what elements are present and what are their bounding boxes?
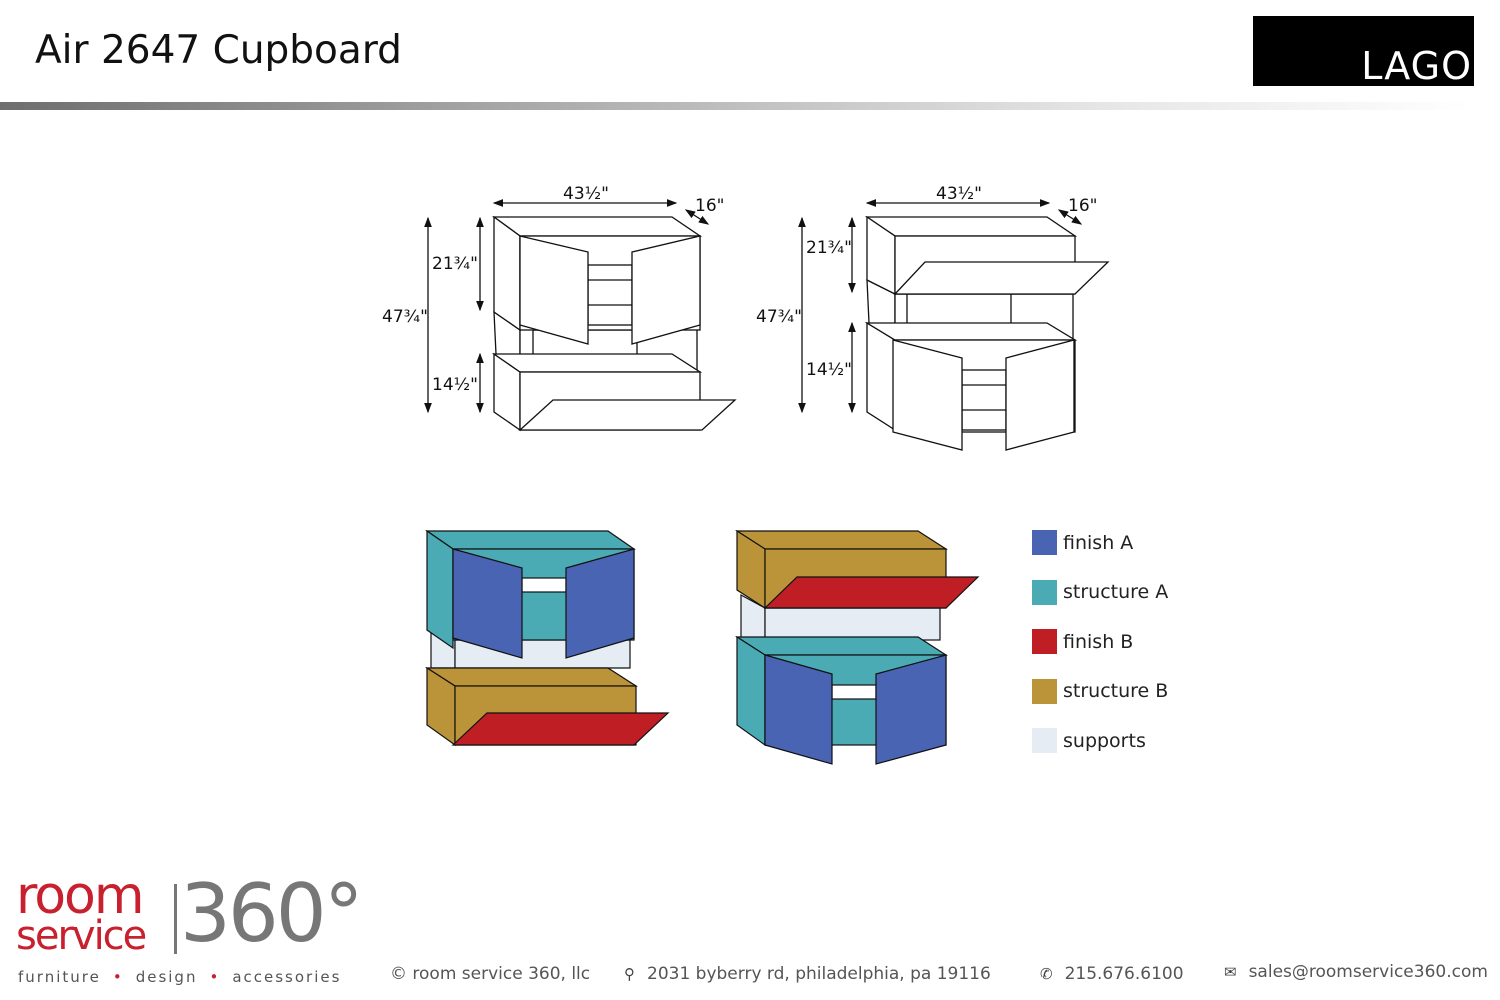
legend-item-structure-a: structure A — [1032, 579, 1169, 605]
dim-total-height: 47¾" — [382, 307, 428, 327]
legend-label: supports — [1063, 729, 1146, 752]
tagline-furniture: furniture — [18, 968, 101, 986]
lago-logo: LAGO — [1253, 16, 1474, 88]
email-link[interactable]: sales@roomservice360.com — [1248, 962, 1488, 982]
color-drawing-doors-top — [424, 529, 670, 747]
dimension-labels-2: 43½" 16" 21¾" 47¾" 14½" — [756, 184, 1097, 380]
logo-tagline: furniture•design•accessories — [18, 968, 342, 986]
line-drawing-flap-top — [798, 199, 1110, 451]
map-pin-icon: ⚲ — [624, 965, 635, 983]
logo-separator — [174, 884, 177, 954]
logo-room: room — [16, 866, 145, 926]
footer-copyright: © room service 360, llc — [390, 964, 591, 984]
dim-depth: 16" — [695, 196, 724, 216]
footer-phone: ✆ 215.676.6100 — [1040, 964, 1184, 984]
color-legend: finish A structure A finish B structure … — [1032, 530, 1168, 778]
dimension-labels-1: 43½" 16" 21¾" 47¾" 14½" — [382, 184, 724, 395]
legend-item-finish-a: finish A — [1032, 530, 1168, 555]
tagline-accessories: accessories — [232, 968, 342, 986]
swatch-finish-a — [1032, 530, 1057, 555]
tagline-design: design — [135, 968, 198, 986]
dim-upper-height: 21¾" — [806, 238, 852, 258]
swatch-supports — [1032, 728, 1057, 753]
footer-email[interactable]: ✉ sales@roomservice360.com — [1224, 962, 1488, 982]
dim-width: 43½" — [563, 184, 609, 204]
address-text: 2031 byberry rd, philadelphia, pa 19116 — [647, 964, 991, 984]
legend-label: finish B — [1063, 630, 1134, 653]
footer-address: ⚲ 2031 byberry rd, philadelphia, pa 19116 — [624, 964, 991, 984]
dim-lower-height: 14½" — [432, 375, 478, 395]
envelope-icon: ✉ — [1224, 963, 1237, 981]
dim-upper-height: 21¾" — [432, 254, 478, 274]
dim-width: 43½" — [936, 184, 982, 204]
legend-item-finish-b: finish B — [1032, 629, 1168, 654]
header-divider — [0, 102, 1470, 110]
dim-depth: 16" — [1068, 196, 1097, 216]
legend-item-structure-b: structure B — [1032, 678, 1169, 704]
legend-item-supports: supports — [1032, 728, 1168, 753]
swatch-structure-a — [1032, 579, 1057, 605]
swatch-finish-b — [1032, 629, 1057, 654]
dim-lower-height: 14½" — [806, 360, 852, 380]
phone-text: 215.676.6100 — [1064, 964, 1184, 984]
line-drawing-doors-top — [424, 199, 737, 432]
dim-total-height: 47¾" — [756, 307, 802, 327]
logo-360: 360° — [180, 867, 364, 960]
logo-service: service — [16, 913, 147, 959]
swatch-structure-b — [1032, 678, 1057, 704]
legend-label: finish A — [1063, 531, 1134, 554]
phone-icon: ✆ — [1040, 965, 1053, 983]
color-drawing-flap-top — [734, 529, 980, 765]
lago-logo-text: LAGO — [1361, 44, 1472, 88]
page-title: Air 2647 Cupboard — [35, 28, 402, 73]
legend-label: structure B — [1063, 680, 1169, 702]
legend-label: structure A — [1063, 581, 1169, 603]
